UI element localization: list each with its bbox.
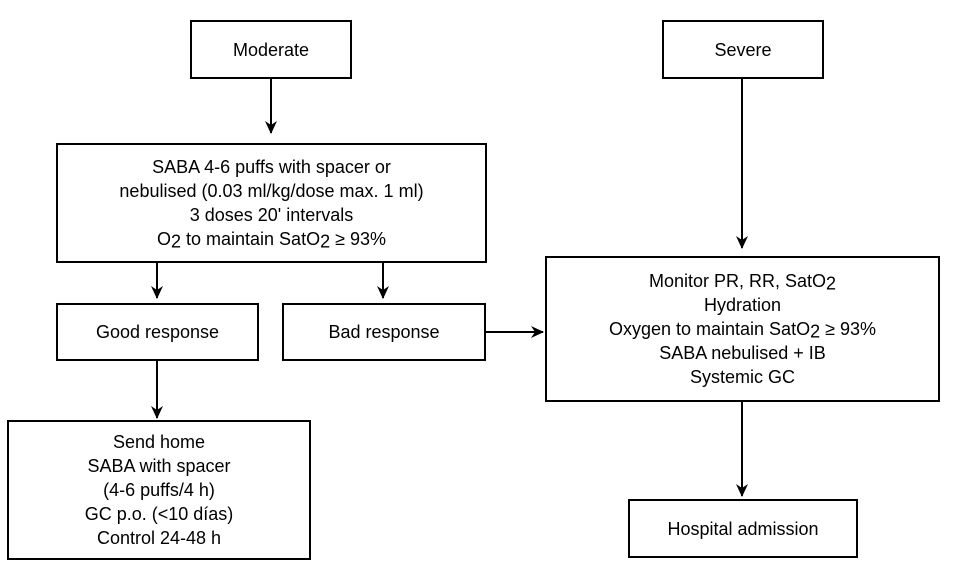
send-home-line-2: SABA with spacer	[87, 456, 231, 476]
send-home-line-3: (4-6 puffs/4 h)	[103, 480, 215, 500]
monitor-line-2: Hydration	[703, 295, 782, 315]
good-response-label: Good response	[95, 322, 220, 342]
send-home-line-1: Send home	[112, 432, 206, 452]
monitor-line-5: Systemic GC	[689, 367, 795, 387]
hospital-admission-label: Hospital admission	[667, 518, 819, 539]
monitor-line-4: SABA nebulised + IB	[659, 343, 826, 363]
saba-line-2: nebulised (0.03 ml/kg/dose max. 1 ml)	[119, 181, 424, 201]
good-response-box: Good response	[56, 303, 259, 361]
monitor-line-1: Monitor PR, RR, SatO2	[648, 271, 837, 294]
saba-treatment-box: SABA 4-6 puffs with spacer or nebulised …	[56, 143, 487, 263]
moderate-label: Moderate	[232, 39, 310, 60]
saba-line-3: 3 doses 20' intervals	[189, 205, 354, 225]
send-home-box: Send home SABA with spacer (4-6 puffs/4 …	[7, 420, 311, 560]
severe-box: Severe	[662, 20, 824, 79]
hospital-admission-box: Hospital admission	[628, 499, 858, 558]
saba-line-1: SABA 4-6 puffs with spacer or	[152, 157, 391, 177]
saba-line-4: O2 to maintain SatO2 ≥ 93%	[156, 229, 387, 252]
bad-response-label: Bad response	[328, 322, 440, 342]
bad-response-box: Bad response	[282, 303, 486, 361]
monitor-box: Monitor PR, RR, SatO2 Hydration Oxygen t…	[545, 256, 940, 402]
moderate-box: Moderate	[190, 20, 352, 79]
send-home-line-4: GC p.o. (<10 días)	[84, 504, 234, 524]
severe-label: Severe	[714, 39, 772, 60]
monitor-line-3: Oxygen to maintain SatO2 ≥ 93%	[608, 319, 877, 342]
send-home-line-5: Control 24-48 h	[96, 528, 222, 548]
